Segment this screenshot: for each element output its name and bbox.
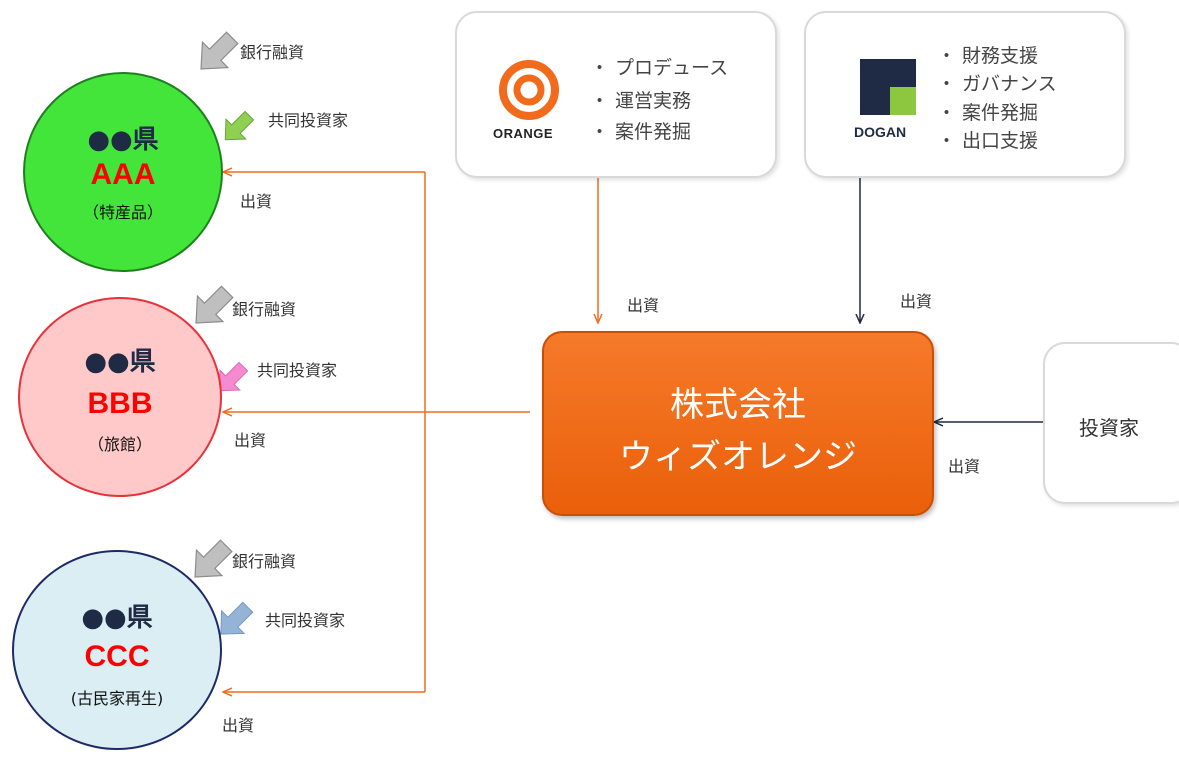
- company-name-line2: ウィズオレンジ: [619, 437, 857, 477]
- dogan-logo-text: DOGAN: [854, 124, 907, 140]
- region-code: BBB: [87, 387, 153, 420]
- dogan-logo-icon: [860, 59, 916, 115]
- region-subtitle: （特産品）: [82, 203, 163, 222]
- bank-arrow-icon: [195, 285, 234, 324]
- region-circle-aaa: ●●県 AAA （特産品）: [23, 72, 223, 272]
- region-circle-ccc: ●●県 CCC (古民家再生): [12, 550, 222, 750]
- bank-loan-label: 銀行融資: [240, 43, 305, 62]
- bank-loan-label: 銀行融資: [232, 300, 297, 319]
- investment-label: 出資: [240, 192, 273, 211]
- bank-loan-label: 銀行融資: [232, 552, 297, 571]
- company-name-line1: 株式会社: [670, 385, 806, 425]
- orange-bullet: ・ 運営実務: [590, 90, 692, 112]
- region-subtitle: （旅館）: [87, 435, 152, 454]
- investment-label: 出資: [627, 296, 660, 315]
- dogan-bullet: ・ 財務支援: [937, 45, 1039, 67]
- company-box: 株式会社 ウィズオレンジ: [542, 331, 934, 516]
- investor-label: 投資家: [1079, 416, 1139, 440]
- orange-logo-icon: [499, 60, 559, 120]
- region-prefecture: ●●県: [87, 125, 159, 155]
- dogan-bullet: ・ 案件発掘: [937, 102, 1039, 124]
- coinvestor-label: 共同投資家: [268, 111, 349, 130]
- dogan-partner-box: DOGAN ・ 財務支援 ・ ガバナンス ・ 案件発掘 ・ 出口支援: [804, 11, 1126, 178]
- coinvestor-arrow-icon: [224, 110, 255, 141]
- investor-box: 投資家: [1043, 342, 1179, 504]
- region-prefecture: ●●県: [81, 603, 153, 633]
- coinvestor-label: 共同投資家: [265, 611, 346, 630]
- bank-arrow-icon: [200, 31, 239, 70]
- investment-label: 出資: [948, 457, 981, 476]
- dogan-bullet: ・ 出口支援: [937, 130, 1039, 152]
- investment-label: 出資: [900, 292, 933, 311]
- orange-bullet: ・ 案件発掘: [590, 121, 692, 143]
- region-circle-bbb: ●●県 BBB （旅館）: [18, 297, 222, 497]
- orange-logo-text: ORANGE: [493, 126, 554, 141]
- orange-partner-box: ORANGE ・ プロデュース ・ 運営実務 ・ 案件発掘: [455, 11, 777, 178]
- orange-bullet: ・ プロデュース: [590, 57, 729, 79]
- coinvestor-label: 共同投資家: [257, 361, 338, 380]
- region-code: CCC: [84, 640, 150, 673]
- region-code: AAA: [90, 158, 156, 191]
- region-subtitle: (古民家再生): [70, 689, 164, 708]
- bank-arrow-icon: [194, 539, 233, 578]
- investment-label: 出資: [234, 431, 267, 450]
- coinvestor-arrow-icon: [220, 601, 254, 635]
- region-prefecture: ●●県: [84, 347, 156, 377]
- dogan-bullet: ・ ガバナンス: [937, 73, 1057, 95]
- investment-label: 出資: [222, 716, 255, 735]
